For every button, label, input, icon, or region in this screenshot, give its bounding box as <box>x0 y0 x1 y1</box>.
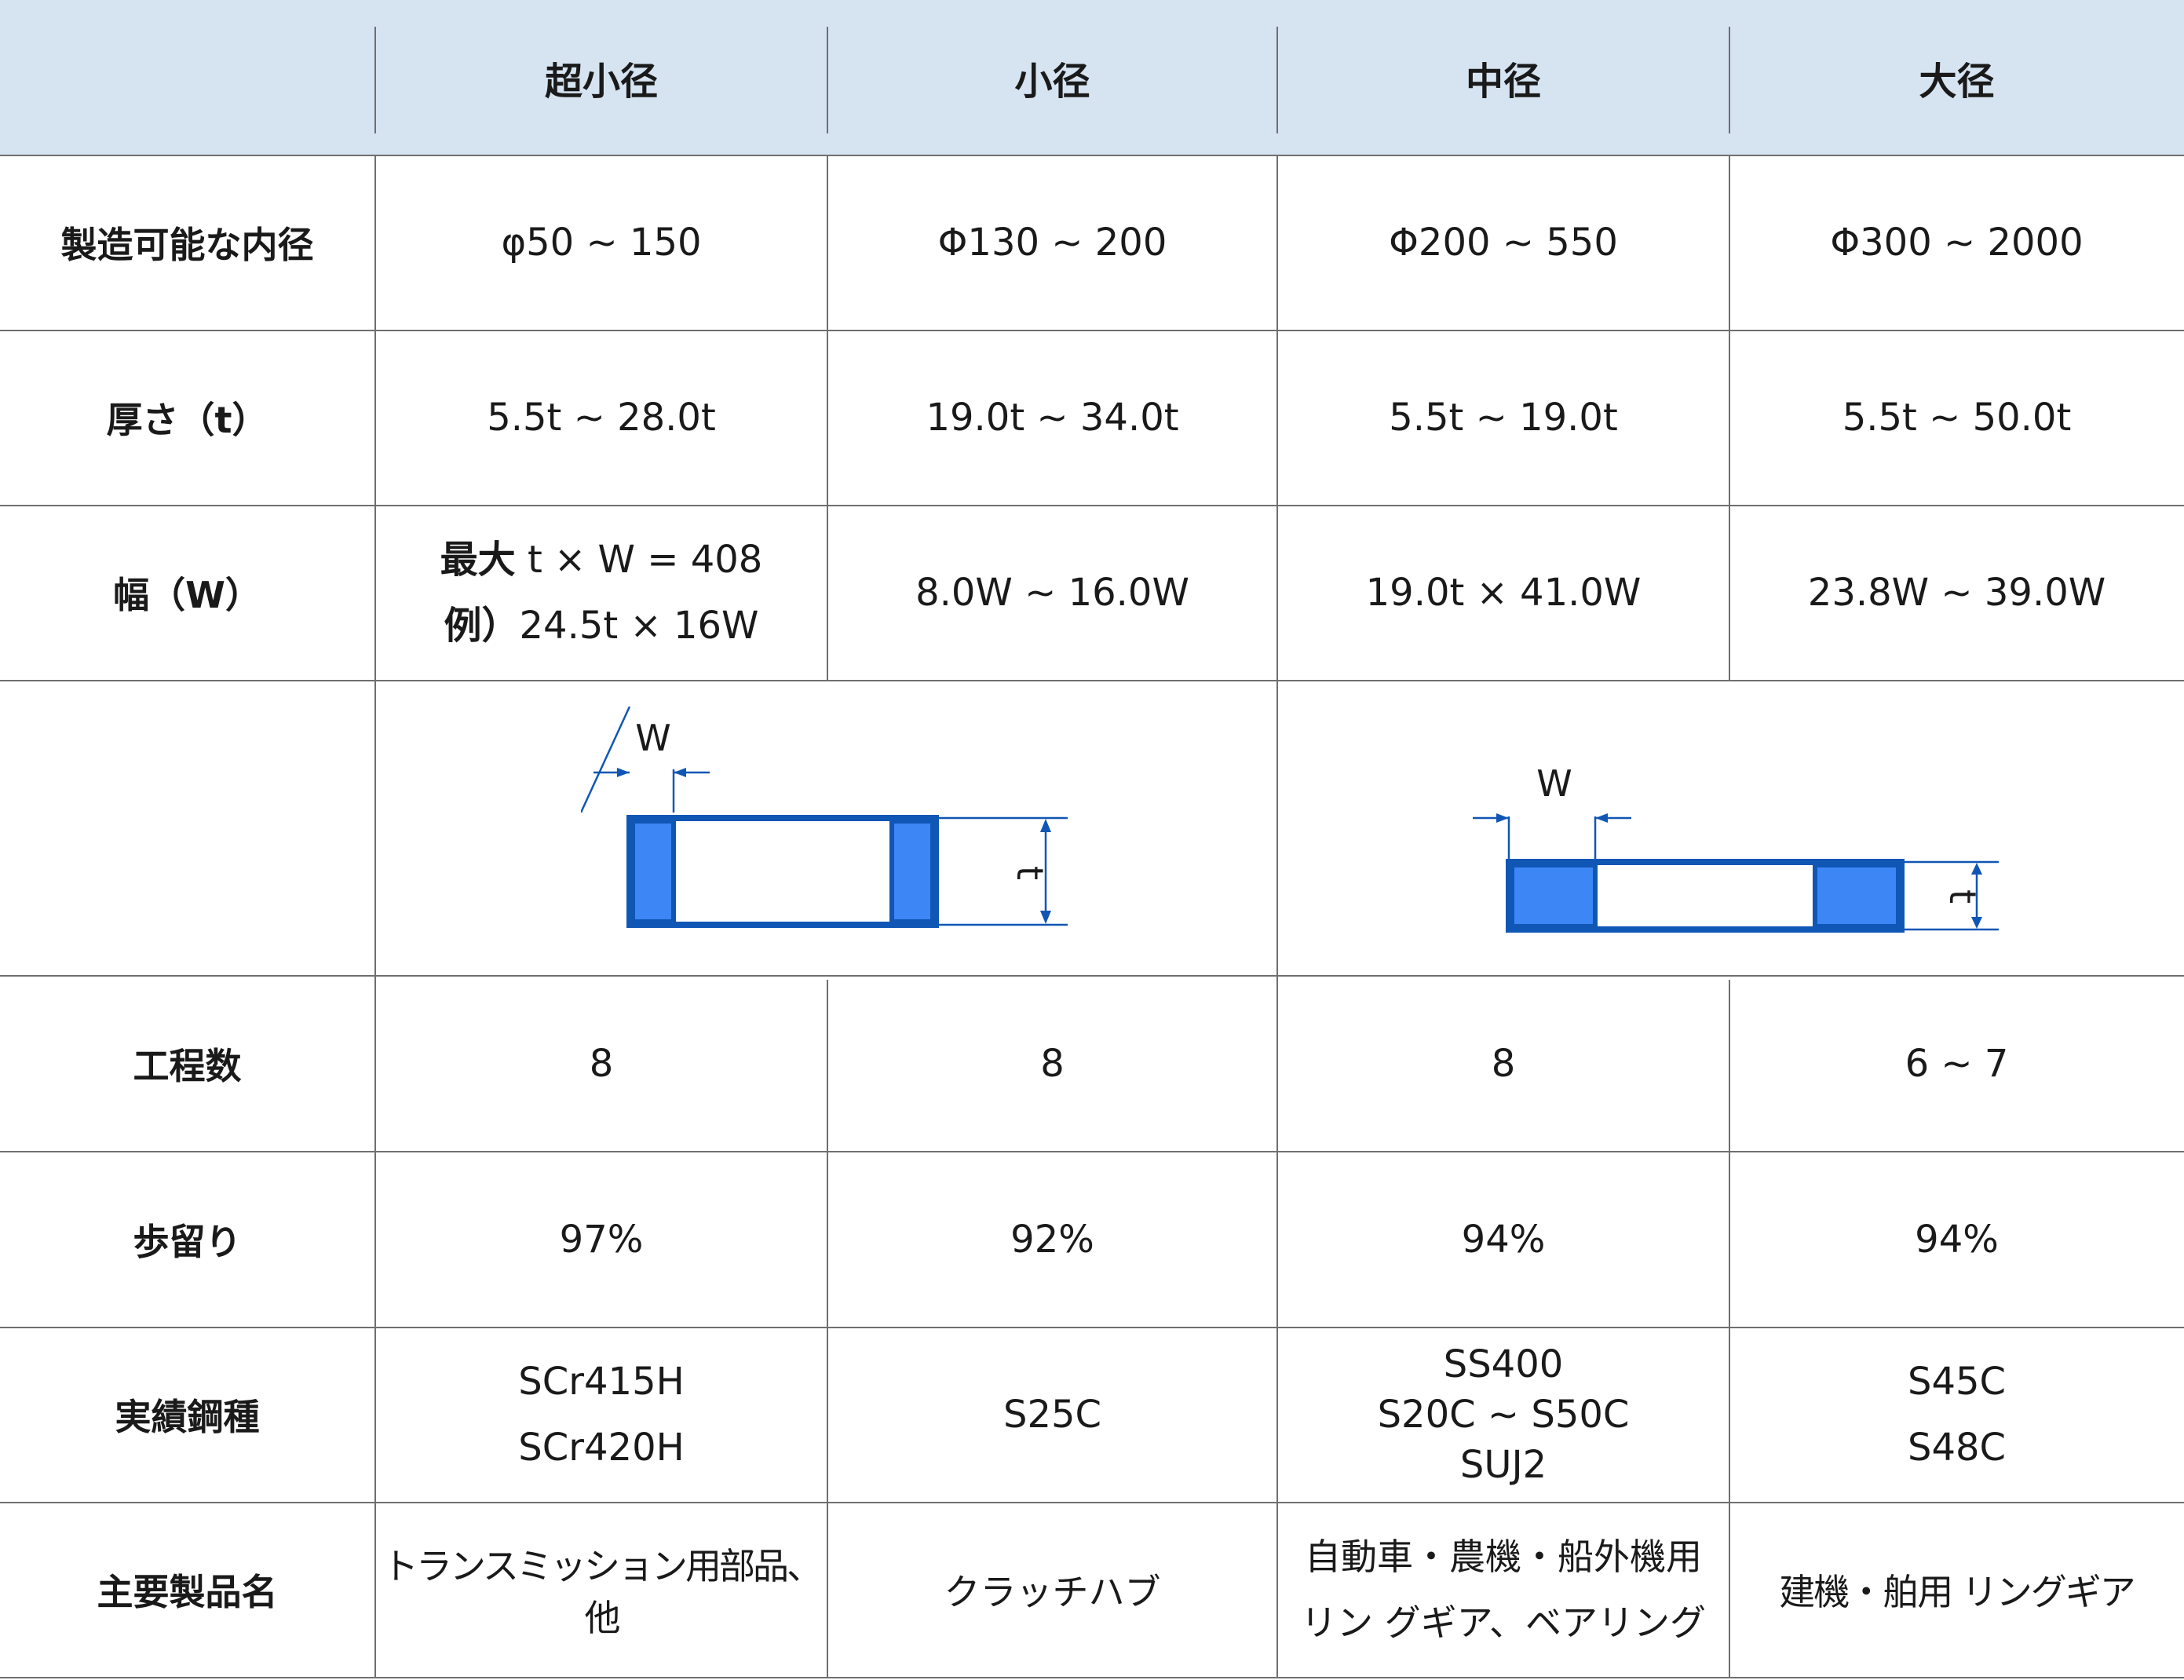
ring-width-label: W <box>635 717 670 759</box>
ring-diagram-narrow: W t <box>581 707 1068 928</box>
width-example-value: 24.5t × 16W <box>519 604 759 648</box>
header-col-small: 小径 <box>1014 60 1090 104</box>
header-bottom-line <box>0 155 2184 156</box>
row-label-width: 幅（W） <box>113 574 261 616</box>
process-count-medium: 8 <box>1491 1041 1516 1086</box>
steel-grade: SCr415H <box>518 1360 685 1404</box>
products-large: 建機・舶用 リングギア <box>1779 1571 2136 1613</box>
row-line <box>0 1502 2184 1503</box>
inner-diameter-large: Φ300 ~ 2000 <box>1830 221 2084 265</box>
row-label-steel-grades: 実績鋼種 <box>115 1396 260 1438</box>
thickness-large: 5.5t ~ 50.0t <box>1842 396 2072 440</box>
steel-grade: SS400 <box>1443 1342 1564 1386</box>
col-line <box>1276 155 1278 1678</box>
steel-grades-small: S25C <box>1003 1393 1102 1437</box>
row-label-products: 主要製品名 <box>97 1571 278 1613</box>
ring-thickness-label: t <box>1941 889 1984 904</box>
steel-grade: SCr420H <box>518 1426 685 1470</box>
steel-grades-medium: SS400 S20C ~ S50C SUJ2 <box>1277 1328 1729 1502</box>
width-example-prefix: 例） <box>444 604 520 648</box>
process-count-small: 8 <box>1040 1041 1065 1086</box>
row-line <box>0 505 2184 506</box>
width-small: 8.0W ~ 16.0W <box>915 571 1189 615</box>
width-ultra-small: 最大 t × W = 408 例）24.5t × 16W <box>375 506 827 680</box>
thickness-ultra-small: 5.5t ~ 28.0t <box>487 396 716 440</box>
steel-grade: S45C <box>1907 1360 2007 1404</box>
row-label-process-count: 工程数 <box>133 1044 242 1087</box>
row-line <box>0 680 2184 681</box>
process-count-large: 6 ~ 7 <box>1905 1041 2009 1086</box>
width-max-prefix: 最大 <box>440 538 516 582</box>
width-example-line: 例）24.5t × 16W <box>444 593 759 659</box>
inner-diameter-medium: Φ200 ~ 550 <box>1389 221 1618 265</box>
product-line: リン グギア、ベアリング <box>1300 1601 1707 1644</box>
steel-grade: S20C ~ S50C <box>1377 1393 1630 1437</box>
thickness-medium: 5.5t ~ 19.0t <box>1389 396 1618 440</box>
row-line <box>0 975 2184 977</box>
yield-medium: 94% <box>1461 1217 1546 1262</box>
col-line <box>827 155 828 680</box>
row-line <box>0 1677 2184 1678</box>
row-label-thickness: 厚さ（t） <box>106 399 268 441</box>
process-count-ultra-small: 8 <box>589 1041 614 1086</box>
ring-diagram-wide: W t <box>1473 762 1999 933</box>
header-col-medium: 中径 <box>1465 60 1541 104</box>
row-label-yield: 歩留り <box>133 1220 242 1263</box>
col-line <box>374 27 376 133</box>
inner-diameter-ultra-small: φ50 ~ 150 <box>501 221 702 265</box>
products-ultra-small: トランスミッション用部品、他 <box>382 1545 823 1639</box>
products-medium: 自動車・農機・船外機用 リン グギア、ベアリング <box>1277 1503 1729 1677</box>
steel-grade: S48C <box>1907 1426 2007 1470</box>
width-max-formula: t × W = 408 <box>515 538 763 582</box>
col-line <box>1729 980 1730 1678</box>
yield-ultra-small: 97% <box>559 1217 644 1262</box>
width-large: 23.8W ~ 39.0W <box>1807 571 2106 615</box>
yield-small: 92% <box>1010 1217 1094 1262</box>
row-line <box>0 1327 2184 1328</box>
col-line <box>1729 155 1730 680</box>
yield-large: 94% <box>1915 1217 1999 1262</box>
row-label-inner-diameter: 製造可能な内径 <box>60 224 314 266</box>
row-line <box>0 1151 2184 1152</box>
inner-diameter-small: Φ130 ~ 200 <box>937 221 1167 265</box>
col-line <box>827 27 828 133</box>
table-header-background <box>0 0 2184 155</box>
steel-grades-ultra-small: SCr415H SCr420H <box>375 1328 827 1502</box>
thickness-small: 19.0t ~ 34.0t <box>926 396 1179 440</box>
header-col-large: 大径 <box>1919 60 1995 104</box>
width-medium: 19.0t × 41.0W <box>1365 571 1642 615</box>
ring-thickness-label: t <box>1009 866 1051 880</box>
row-line <box>0 330 2184 331</box>
col-line <box>1729 27 1730 133</box>
header-col-ultra-small: 超小径 <box>544 60 658 104</box>
products-small: クラッチハブ <box>944 1571 1161 1613</box>
width-max-line: 最大 t × W = 408 <box>440 527 763 593</box>
product-line: 自動車・農機・船外機用 <box>1305 1536 1702 1578</box>
col-line <box>827 980 828 1678</box>
ring-width-label: W <box>1536 762 1572 805</box>
steel-grades-large: S45C S48C <box>1729 1328 2184 1502</box>
steel-grade: SUJ2 <box>1459 1443 1547 1487</box>
col-line <box>1276 27 1278 133</box>
col-line <box>374 155 376 1678</box>
